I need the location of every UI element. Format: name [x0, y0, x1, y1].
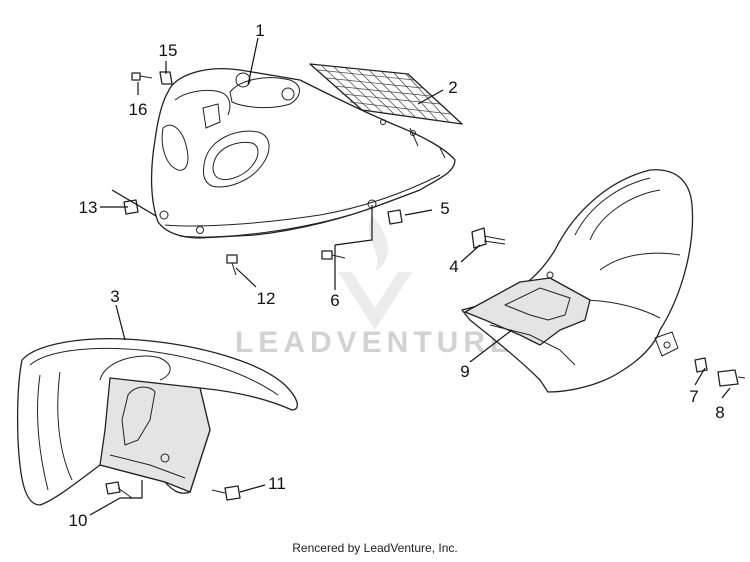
- callout-11: 11: [268, 474, 286, 493]
- callout-16: 16: [129, 100, 148, 119]
- callout-5: 5: [440, 199, 449, 218]
- hardware: [105, 71, 746, 501]
- part-1-shield: [150, 68, 456, 239]
- watermark-text: LEADVENTURE: [235, 326, 515, 359]
- callout-2: 2: [448, 78, 457, 97]
- callout-7: 7: [689, 387, 698, 406]
- callouts: 1 2 3 4 5 6 7 8 9 10 11 12 13 15 16: [69, 21, 725, 530]
- callout-9: 9: [460, 362, 469, 381]
- callout-15: 15: [159, 41, 178, 60]
- leader-lines: [89, 37, 731, 516]
- callout-8: 8: [715, 403, 724, 422]
- watermark: LEADVENTURE: [235, 215, 515, 359]
- part-9-rear-fender: [461, 169, 694, 393]
- callout-4: 4: [449, 257, 458, 276]
- callout-10: 10: [69, 511, 88, 530]
- callout-13: 13: [79, 198, 98, 217]
- part-3-fender: [16, 338, 298, 506]
- footer-credit: Rencered by LeadVenture, Inc.: [292, 541, 458, 555]
- part-2-mesh: [309, 63, 463, 125]
- callout-3: 3: [110, 287, 119, 306]
- callout-6: 6: [330, 291, 339, 310]
- callout-12: 12: [257, 289, 276, 308]
- callout-1: 1: [255, 21, 264, 40]
